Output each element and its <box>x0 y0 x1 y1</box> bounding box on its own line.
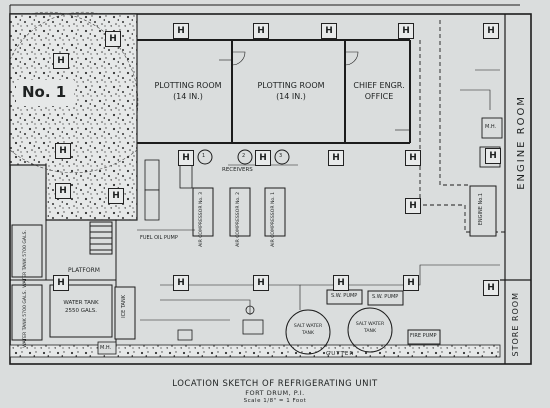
receiver-tank <box>274 149 290 165</box>
receiver-number: 1 <box>202 153 206 159</box>
salt-water-tank-shape <box>347 307 393 353</box>
column-marker: H <box>321 23 337 39</box>
water-tank-shape <box>11 284 43 341</box>
plotting-room-name: PLOTTING ROOM <box>257 81 325 90</box>
plotting-room-caliber: (14 IN.) <box>276 92 306 101</box>
motor-shape <box>144 189 160 221</box>
ice-tank-shape <box>114 286 136 340</box>
label-clearing <box>16 80 74 106</box>
water-tank-label: WATER TANK 5700 GALS. <box>23 230 28 288</box>
outer-walls <box>9 4 532 365</box>
column-marker: H <box>105 31 121 47</box>
salt-water-tank-name: SALT WATER <box>355 322 385 327</box>
water-tank-shape <box>49 284 113 338</box>
water-tank-name: WATER TANK <box>63 300 99 306</box>
drawing-scale: Scale 1/8" = 1 Foot <box>243 398 307 404</box>
drawing-location: FORT DRUM, P.I. <box>245 389 305 397</box>
drawing-title: LOCATION SKETCH OF REFRIGERATING UNIT <box>172 379 378 389</box>
office-name-line1: CHIEF ENGR. <box>353 81 405 90</box>
column-marker: H <box>53 275 69 291</box>
fire-pump-shape <box>407 329 441 345</box>
platform-label: PLATFORM <box>68 267 100 274</box>
gutter-strip <box>9 344 501 358</box>
plotting-room-caliber: (14 IN.) <box>173 92 203 101</box>
column-marker: H <box>55 143 71 159</box>
engine-room-dashed-enclosure <box>419 20 505 233</box>
column-marker: H <box>108 188 124 204</box>
mh-label: M.H. <box>485 124 497 130</box>
small-motor <box>242 319 264 335</box>
column-marker: H <box>405 198 421 214</box>
column-marker: H <box>483 23 499 39</box>
gutter-label: GUTTER <box>326 351 355 357</box>
receiver-number: 3 <box>279 153 283 159</box>
mh-box-shape <box>481 117 503 139</box>
receiver-tank <box>237 149 253 165</box>
receiver-tank <box>197 149 213 165</box>
column-marker: H <box>483 280 499 296</box>
sw-pump-label: S.W. PUMP <box>372 294 399 300</box>
salt-water-tank-label: SALT WATER TANK <box>290 324 326 336</box>
air-compressor-shape <box>192 187 214 237</box>
receivers-label: RECEIVERS <box>222 167 253 173</box>
fuel-oil-pump-label: FUEL OIL PUMP <box>140 235 178 241</box>
salt-water-tank-name: SALT WATER <box>293 324 323 329</box>
engine-label: ENGINE No.1 <box>478 193 484 226</box>
fire-pump-label: FIRE PUMP <box>410 333 437 339</box>
column-marker: H <box>328 150 344 166</box>
column-marker: H <box>173 23 189 39</box>
water-tank-capacity: 2550 GALS. <box>64 307 98 314</box>
area-label: No. 1 <box>22 83 67 101</box>
motor-shape <box>144 159 160 191</box>
column-marker: H <box>253 23 269 39</box>
plotting-room-label: PLOTTING ROOM (14 IN.) <box>246 82 336 101</box>
column-marker: H <box>255 150 271 166</box>
air-compressor-label: AIR COMPRESSOR No. 1 <box>271 192 276 247</box>
small-fixture <box>245 305 255 315</box>
engine-room-wall <box>500 14 531 364</box>
swing-arc <box>9 149 138 173</box>
plotting-room-name: PLOTTING ROOM <box>154 81 222 90</box>
column-marker: H <box>398 23 414 39</box>
door-swings <box>219 51 410 131</box>
column-marker: H <box>485 148 501 164</box>
plotting-room-label: PLOTTING ROOM (14 IN.) <box>148 82 228 101</box>
mh-box-shape <box>97 341 117 355</box>
column-marker: H <box>403 275 419 291</box>
receiver-number: 2 <box>242 153 246 159</box>
store-room-label: STORE ROOM <box>511 292 520 357</box>
salt-water-tank-word: TANK <box>301 330 315 336</box>
column-marker: H <box>253 275 269 291</box>
salt-water-tank-shape <box>285 309 331 355</box>
column-marker: H <box>173 275 189 291</box>
water-tank-label: WATER TANK 5700 GALS. <box>23 290 28 348</box>
column-marker: H <box>405 150 421 166</box>
column-marker: H <box>53 53 69 69</box>
salt-water-tank-label: SALT WATER TANK <box>352 322 388 334</box>
office-name-line2: OFFICE <box>364 92 394 101</box>
sw-pump-shape <box>367 290 404 306</box>
air-compressor-shape <box>264 187 286 237</box>
chief-engr-office-label: CHIEF ENGR. OFFICE <box>348 82 410 101</box>
swing-arc <box>9 11 101 61</box>
air-compressor-label: AIR COMPRESSOR No. 2 <box>236 192 241 247</box>
engine-shape <box>469 185 497 237</box>
water-tank-label: WATER TANK 2550 GALS. <box>57 300 105 314</box>
column-marker: H <box>55 183 71 199</box>
small-fixture <box>177 329 193 341</box>
room-walls <box>137 39 411 144</box>
sw-pump-label: S.W. PUMP <box>331 293 358 299</box>
column-marker: H <box>333 275 349 291</box>
air-compressor-shape <box>229 187 251 237</box>
ice-tank-label: ICE TANK <box>121 295 127 318</box>
mh-label: M.H. <box>100 345 112 351</box>
air-compressor-label: AIR COMPRESSOR No. 3 <box>199 192 204 247</box>
engine-room-label: ENGINE ROOM <box>516 95 527 190</box>
piping <box>137 69 500 321</box>
column-marker: H <box>178 150 194 166</box>
salt-water-tank-word: TANK <box>363 328 377 334</box>
water-tank-shape <box>11 224 43 278</box>
